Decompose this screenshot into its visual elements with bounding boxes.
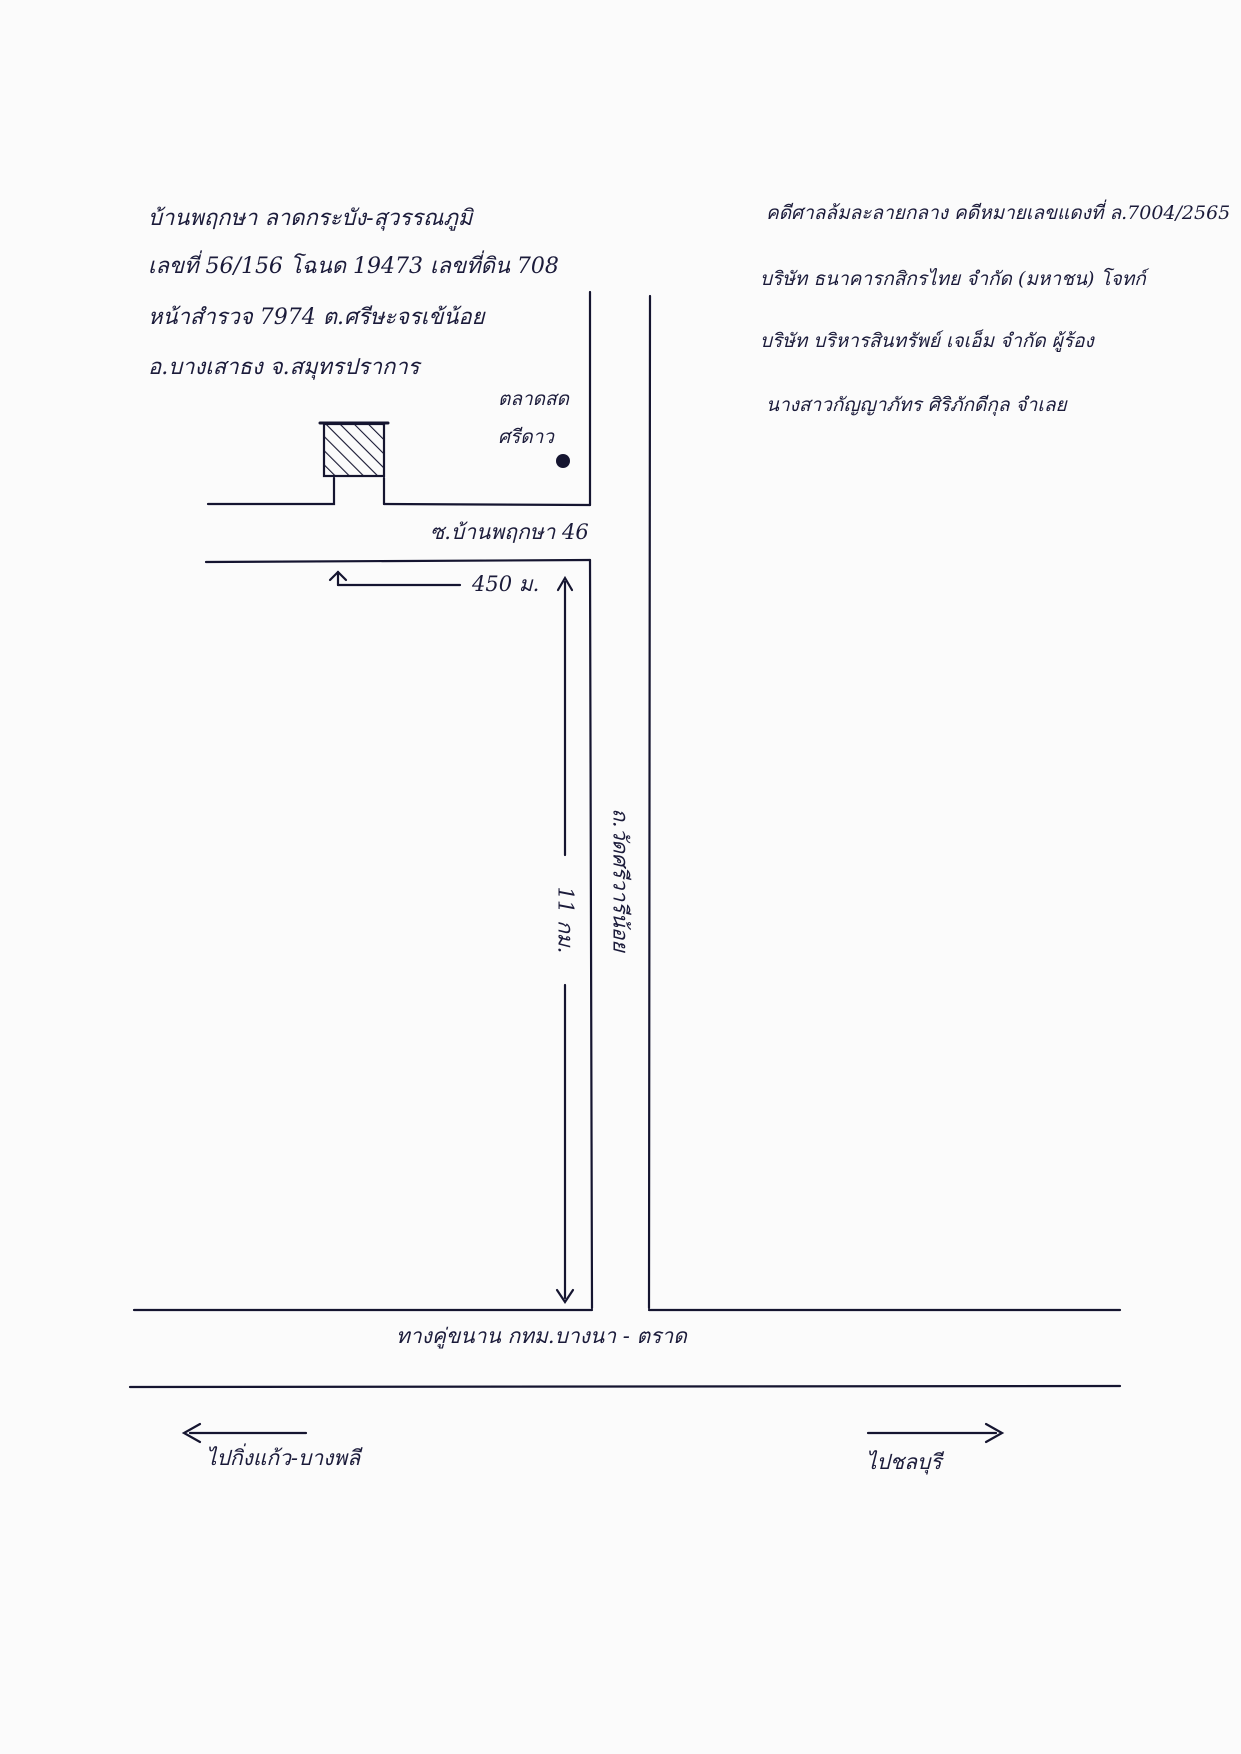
road-arrow-head-top bbox=[556, 575, 574, 592]
market-label-line2: ศรีดาว bbox=[498, 426, 554, 448]
property-info-line2: เลขที่ 56/156 โฉนด 19473 เลขที่ดิน 708 bbox=[148, 254, 559, 279]
court-info-line3: บริษัท บริหารสินทรัพย์ เจเอ็ม จำกัด ผู้ร… bbox=[760, 330, 1094, 352]
right-direction-label: ไปชลบุรี bbox=[866, 1450, 942, 1474]
market-label-line1: ตลาดสด bbox=[498, 388, 569, 410]
highway-edge-bottom bbox=[128, 1384, 1122, 1389]
highway-label: ทางคู่ขนาน กทม.บางนา - ตราด bbox=[396, 1324, 687, 1348]
main-road-edge-lower-left bbox=[588, 558, 594, 1310]
road-arrow-head-bottom bbox=[555, 1288, 575, 1304]
main-road-edge-right bbox=[647, 294, 652, 1310]
soi-label: ซ.บ้านพฤกษา 46 bbox=[430, 520, 589, 544]
court-info-line1: คดีศาลล้มละลายกลาง คดีหมายเลขแดงที่ ล.70… bbox=[766, 202, 1231, 224]
road-distance-label: 11 กม. bbox=[553, 886, 578, 954]
market-marker bbox=[556, 454, 570, 468]
main-road-label: ถ.วัดศรีวารีน้อย bbox=[608, 808, 633, 952]
property-info-line3: หน้าสำรวจ 7974 ต.ศรีษะจรเข้น้อย bbox=[148, 305, 485, 330]
soi-edge-bottom bbox=[204, 558, 592, 564]
right-arrow-head bbox=[984, 1422, 1005, 1444]
property-house bbox=[322, 422, 386, 478]
left-arrow-head bbox=[181, 1422, 202, 1444]
soi-edge-top bbox=[206, 476, 336, 506]
soi-distance-label: 450 ม. bbox=[472, 572, 540, 596]
court-info-line2: บริษัท ธนาคารกสิกรไทย จำกัด (มหาชน) โจทก… bbox=[760, 268, 1146, 290]
property-info-line4: อ.บางเสาธง จ.สมุทรปราการ bbox=[148, 355, 420, 380]
court-info-line4: นางสาวกัญญาภัทร ศิริภักดีกุล จำเลย bbox=[766, 394, 1067, 416]
property-info-line1: บ้านพฤกษา ลาดกระบัง-สุวรรณภูมิ bbox=[148, 206, 473, 231]
left-direction-label: ไปกิ่งแก้ว-บางพลี bbox=[206, 1446, 361, 1470]
soi-edge-top-right-2 bbox=[382, 502, 592, 507]
